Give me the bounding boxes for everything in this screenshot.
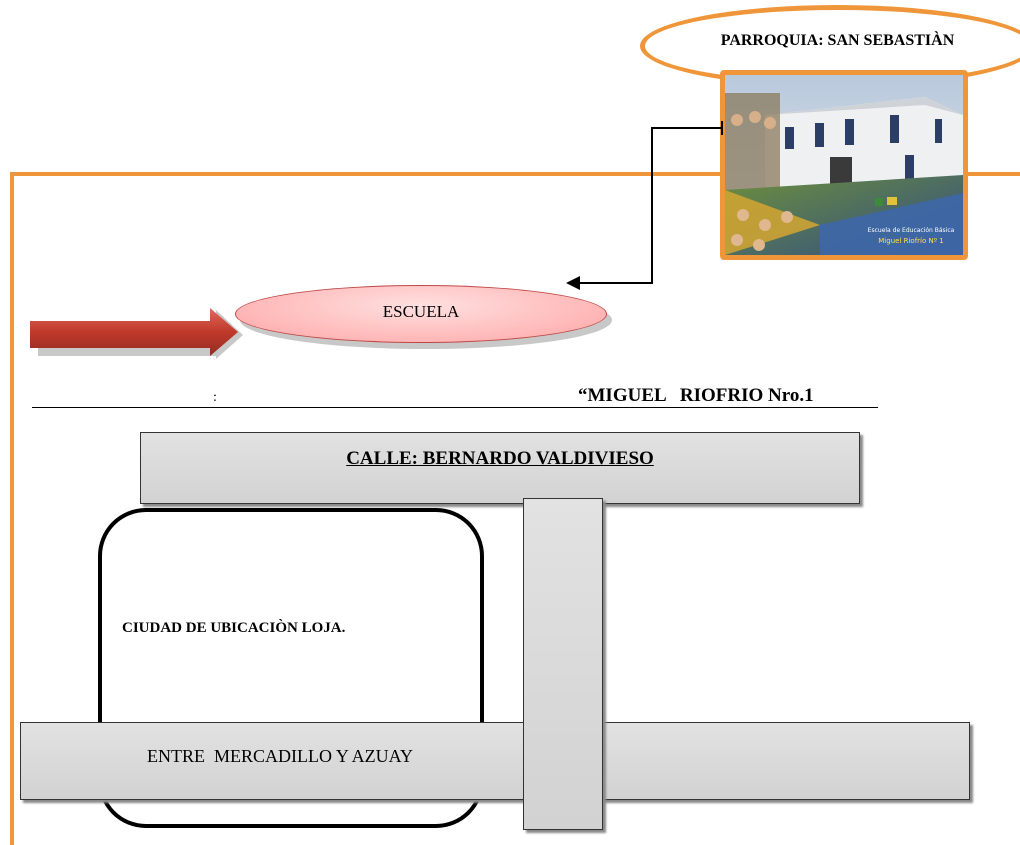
connector-arrow (566, 121, 723, 290)
ciudad-label: CIUDAD DE UBICACIÒN LOJA. (122, 620, 346, 636)
school-name-colon: : (213, 390, 217, 405)
street-entre-label: ENTRE MERCADILLO Y AZUAY (147, 746, 413, 766)
arrowhead-left-icon (566, 276, 580, 290)
street-vertical (523, 498, 603, 830)
school-photo: Escuela de Educación Básica Miguel Riofr… (720, 70, 968, 260)
escuela-ellipse (235, 285, 607, 343)
street-entre (20, 722, 970, 800)
photo-caption-line2: Miguel Riofrío Nº 1 (878, 237, 943, 245)
school-name: “MIGUEL RIOFRIO Nro.1 (578, 385, 814, 406)
orange-frame-top (10, 172, 725, 176)
photo-caption-line1: Escuela de Educación Básica (868, 227, 955, 234)
red-arrow-icon (30, 308, 243, 359)
escuela-label: ESCUELA (382, 302, 460, 321)
school-photo-image: Escuela de Educación Básica Miguel Riofr… (725, 75, 963, 255)
school-name-underline (32, 407, 878, 408)
orange-frame-top-right (965, 172, 1020, 176)
orange-frame-left (10, 172, 14, 845)
street-bernardo-valdivieso-label: CALLE: BERNARDO VALDIVIESO (346, 448, 654, 469)
street-bernardo-valdivieso (140, 432, 860, 504)
parroquia-label: PARROQUIA: SAN SEBASTIÀN (720, 32, 955, 49)
